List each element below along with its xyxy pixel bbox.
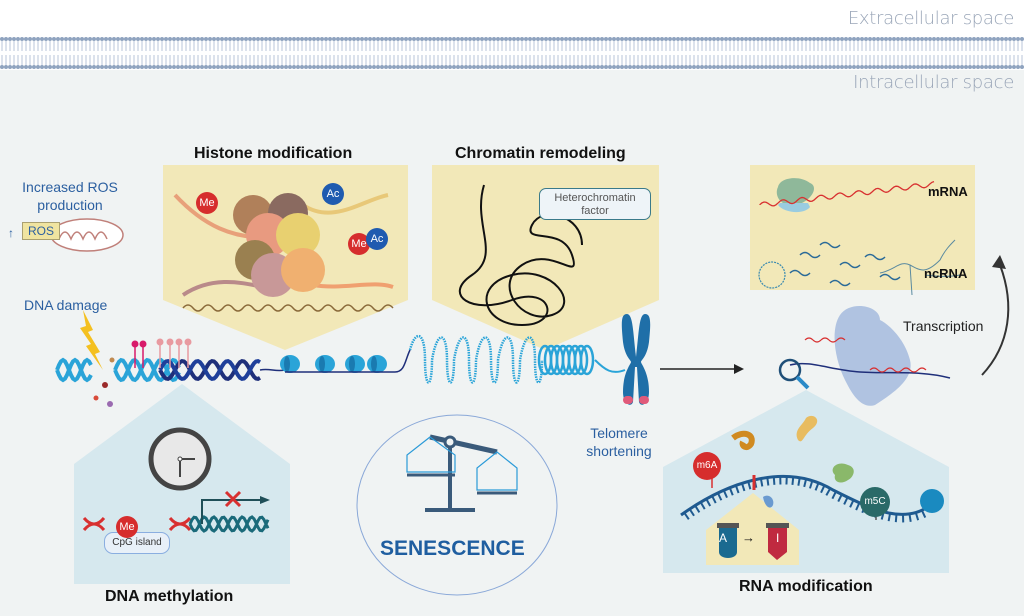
rna-modification-title: RNA modification (739, 578, 873, 595)
ac-mark: Ac (322, 183, 344, 205)
dna-chromatin-strand (55, 335, 626, 407)
cpg-island-label: CpG island (104, 532, 170, 554)
heterochromatin-factor-label: Heterochromatin factor (539, 188, 651, 220)
rna-illustration (758, 178, 961, 296)
rna-polymerase-illustration (778, 305, 951, 406)
telomere-label: Telomere shortening (579, 424, 659, 460)
senescence-label: SENESCENCE (380, 537, 525, 560)
ac-mark: Ac (366, 228, 388, 250)
ros-badge: ROS (22, 222, 61, 240)
factor-line2: factor (581, 205, 609, 217)
mitochondrion-icon (50, 218, 124, 252)
mrna-label: mRNA (928, 184, 968, 199)
chromosome-icon (621, 314, 651, 405)
gene-promoter-illustration (82, 490, 270, 533)
rna-modification-panel (663, 390, 949, 573)
adenosine-label: A (719, 531, 728, 545)
me-mark: Me (348, 233, 370, 255)
chromatin-remodeling-title: Chromatin remodeling (455, 145, 626, 162)
lightning-bolt-icon (80, 310, 103, 370)
ros-label-line2: production (37, 197, 103, 213)
ros-increase-arrow: ↑ (8, 226, 14, 240)
telomere-label-line2: shortening (586, 443, 652, 459)
editing-arrow: → (742, 530, 755, 545)
clock-icon (148, 427, 212, 491)
cell-membrane (0, 37, 1024, 69)
ncrna-label: ncRNA (924, 266, 968, 281)
flow-arrow (660, 364, 744, 374)
senescence-circle (356, 414, 558, 596)
dna-methylation-title: DNA methylation (105, 588, 234, 605)
ros-label: Increased ROS production (14, 178, 126, 214)
me-mark: Me (116, 516, 138, 538)
dna-damage-label: DNA damage (24, 297, 108, 313)
m6a-mark: m6A (693, 452, 721, 480)
nucleosome-illustration (173, 193, 394, 312)
balance-scale-icon (406, 434, 518, 512)
inosine-label: I (776, 531, 780, 545)
factor-line1: Heterochromatin (554, 192, 636, 204)
transcription-label: Transcription (903, 318, 984, 334)
ros-label-line1: Increased ROS (22, 179, 118, 195)
m5c-mark: m5C (860, 487, 890, 517)
histone-modification-title: Histone modification (194, 145, 353, 162)
extracellular-label: Extracellular space (847, 8, 1014, 29)
me-mark: Me (196, 192, 218, 214)
intracellular-label: Intracellular space (853, 72, 1014, 93)
transcription-arrow (981, 255, 1010, 376)
telomere-label-line1: Telomere (590, 425, 648, 441)
